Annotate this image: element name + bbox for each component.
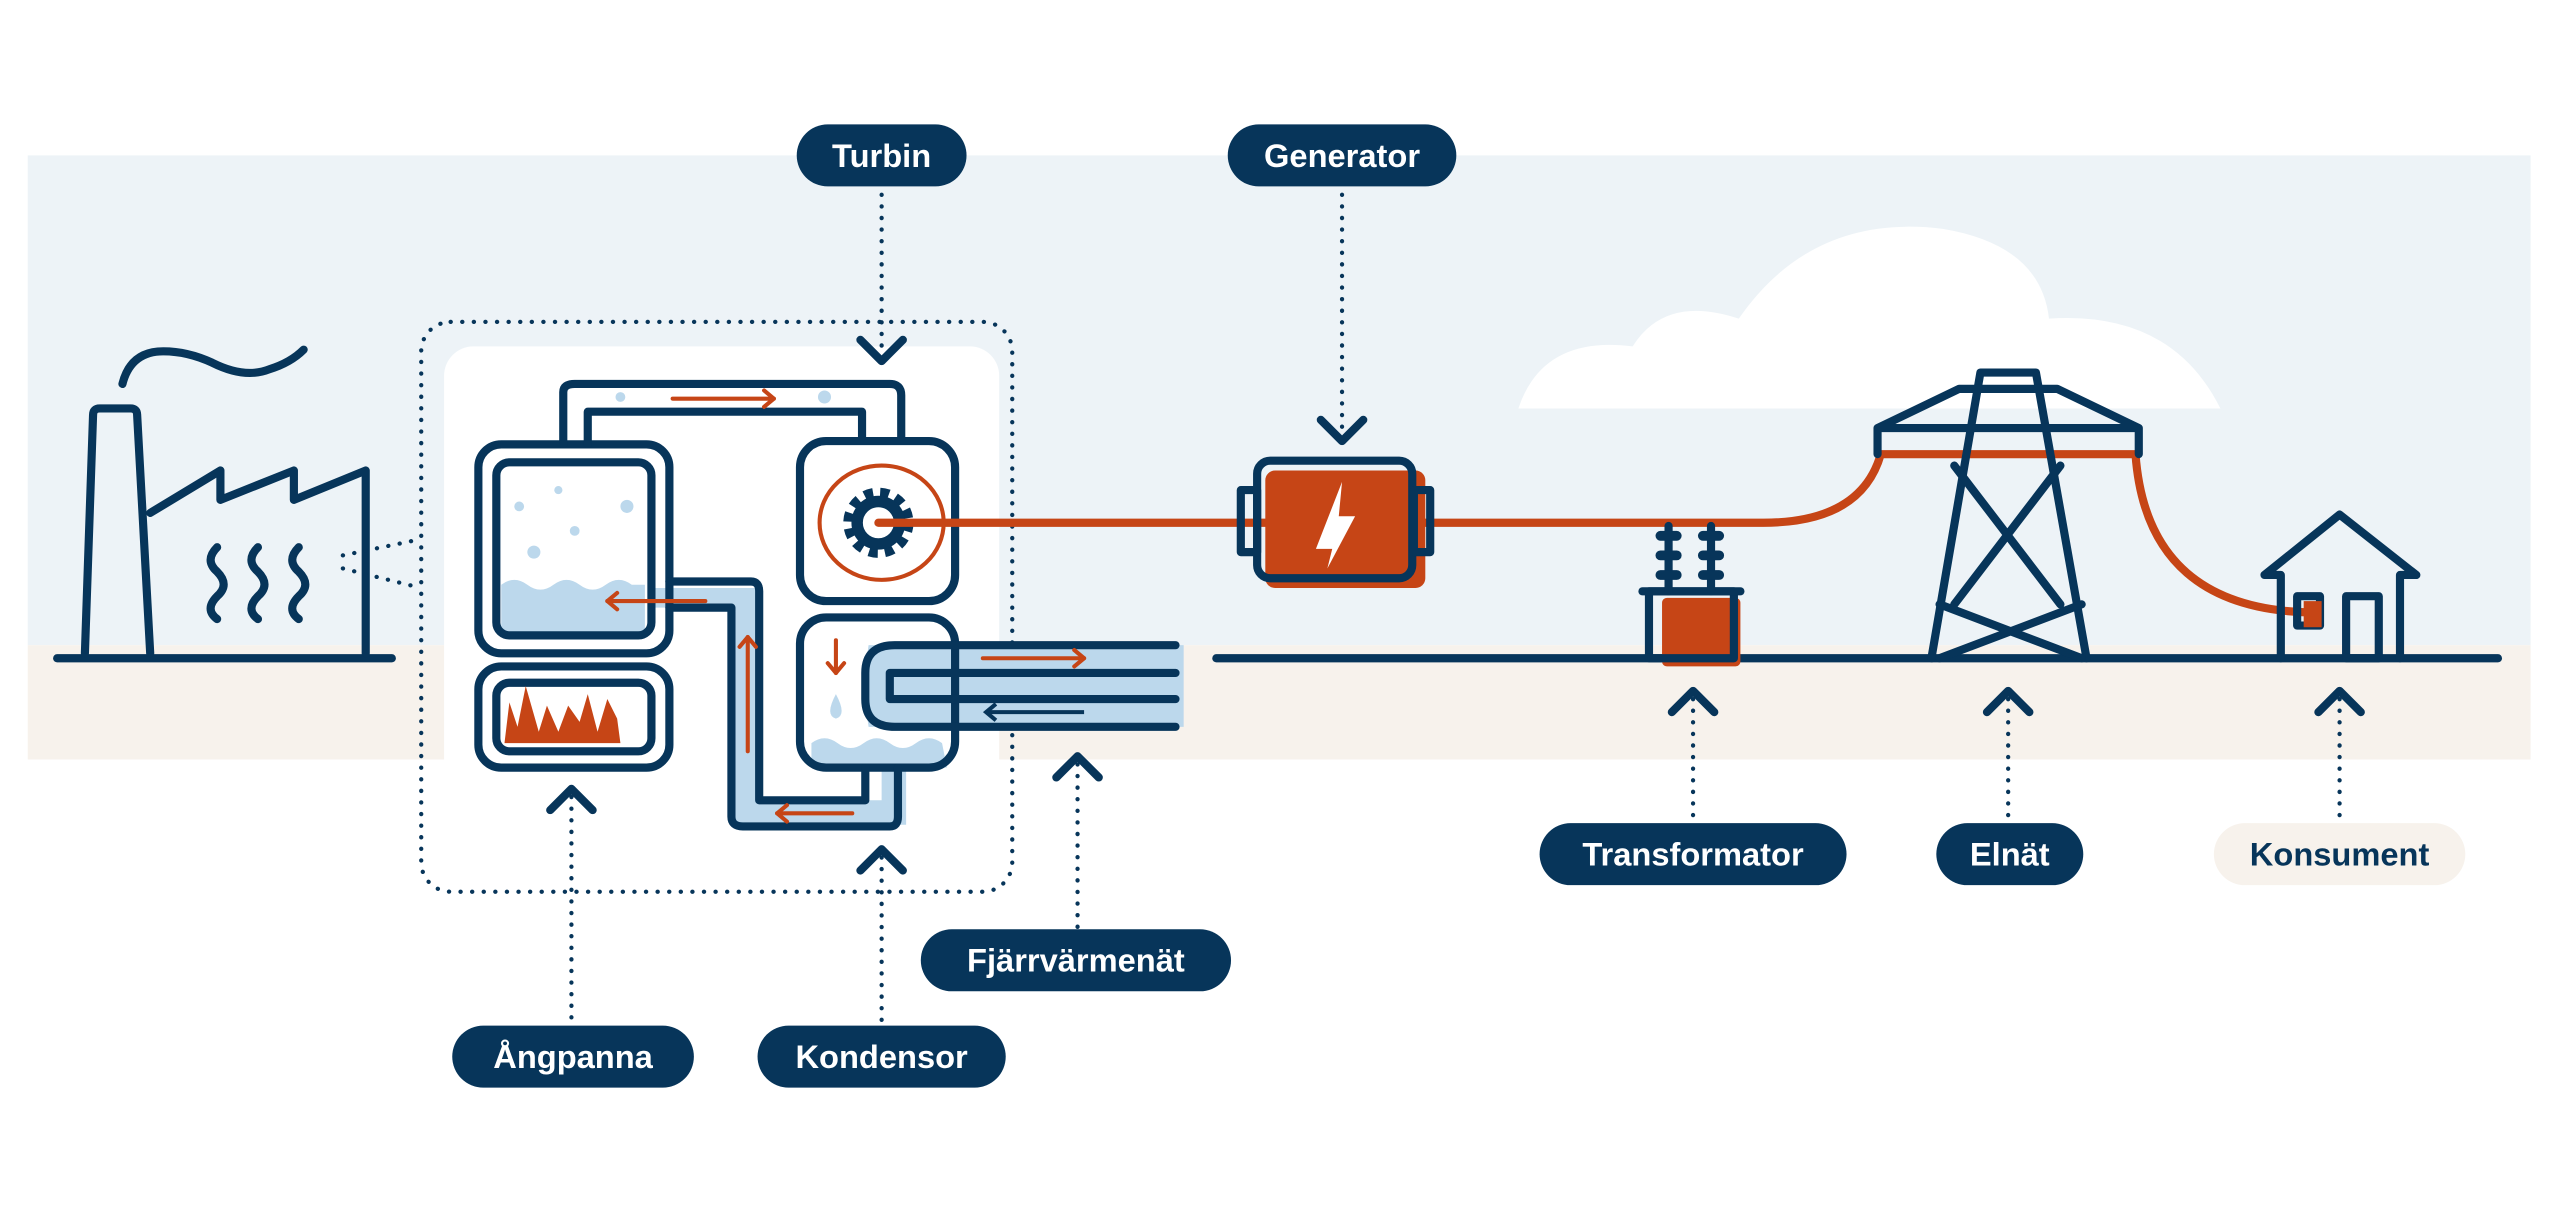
label-boiler: Ångpanna: [452, 1025, 694, 1088]
label-district-heating-text: Fjärrvärmenät: [967, 942, 1185, 979]
lightning-icon: [1315, 481, 1356, 569]
label-generator: Generator: [1227, 124, 1457, 187]
pylon-icon: [1873, 368, 2143, 663]
label-condenser: Kondensor: [757, 1025, 1006, 1088]
plant-detail-frame: [419, 319, 1015, 894]
label-condenser-text: Kondensor: [795, 1038, 968, 1075]
leaders: [546, 181, 2365, 1031]
label-grid-text: Elnät: [1970, 836, 2050, 873]
factory-zoom-connector: [340, 566, 424, 591]
factory-zoom-connector: [340, 536, 424, 558]
label-consumer-text: Konsument: [2250, 836, 2430, 873]
label-district-heating: Fjärrvärmenät: [920, 929, 1232, 992]
fire-icon: [504, 686, 621, 744]
power-line: [874, 450, 2323, 617]
label-transformer: Transformator: [1539, 823, 1847, 886]
label-generator-text: Generator: [1264, 137, 1420, 174]
label-turbine-text: Turbin: [832, 137, 931, 174]
label-consumer: Konsument: [2213, 823, 2466, 886]
label-turbine: Turbin: [796, 124, 967, 187]
meter-icon: [2303, 601, 2322, 628]
label-grid: Elnät: [1936, 823, 2084, 886]
cloud: [1518, 226, 2221, 409]
factory-icon: [80, 345, 370, 658]
label-boiler-text: Ångpanna: [493, 1038, 653, 1075]
transformer-icon: [1638, 521, 1745, 667]
label-transformer-text: Transformator: [1582, 836, 1804, 873]
generator-icon: [1236, 456, 1435, 589]
